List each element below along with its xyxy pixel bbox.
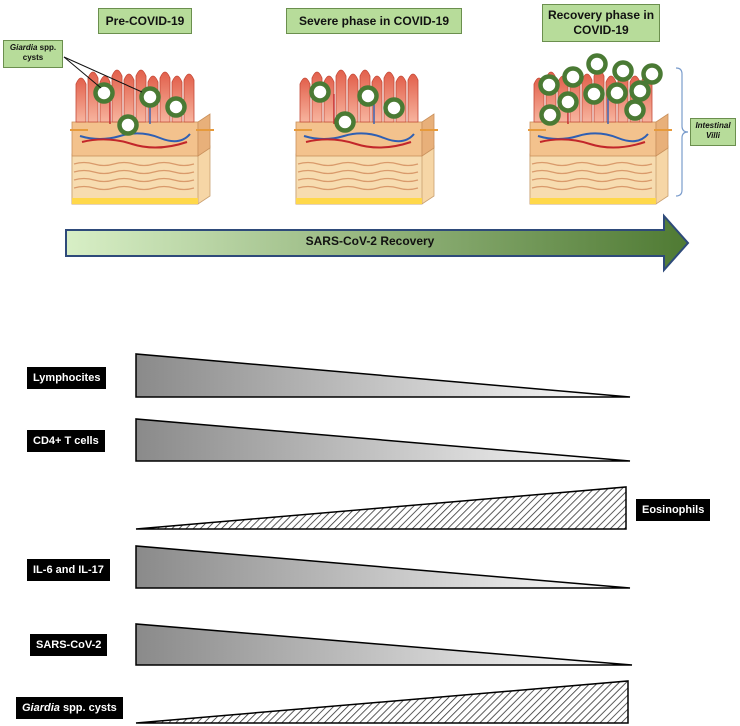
- trend-triangle-eosinophils: [135, 486, 627, 530]
- cysts-rest-text: spp. cysts: [22, 43, 57, 62]
- row-label-eosinophils: Eosinophils: [636, 499, 711, 521]
- giardia-italic-text: Giardia: [22, 702, 60, 714]
- cysts-pointer-line: [63, 56, 102, 89]
- intestinal-villi-callout: Intestinal Villi: [690, 118, 736, 146]
- phase-label-severe-phase: Severe phase in COVID-19: [286, 8, 462, 34]
- row-label-sars-cov-2: SARS-CoV-2: [30, 634, 108, 656]
- row-label-il6-il17: IL-6 and IL-17: [27, 559, 110, 581]
- giardia-rest-text: spp. cysts: [59, 702, 117, 714]
- trend-triangle-sars-cov-2: [135, 623, 633, 666]
- trend-triangle-giardia-cysts: [135, 680, 629, 724]
- trend-triangle-lymphocites: [135, 353, 631, 398]
- trend-triangle-il6-il17: [135, 545, 631, 589]
- villi-bracket: [675, 67, 689, 197]
- recovery-arrow: [65, 213, 690, 273]
- cysts-pointer-line: [63, 56, 143, 93]
- row-label-cd4-t-cells: CD4+ T cells: [27, 430, 105, 452]
- giardia-cysts-callout: Giardia spp. cysts: [3, 40, 63, 68]
- giardia-italic-text: Giardia: [9, 43, 38, 52]
- recovery-arrow-label: SARS-CoV-2 Recovery: [305, 234, 435, 248]
- phase-label-recovery-phase: Recovery phase in COVID-19: [542, 4, 660, 42]
- phase-label-pre-covid: Pre-COVID-19: [98, 8, 192, 34]
- row-label-lymphocites: Lymphocites: [27, 367, 107, 389]
- trend-triangle-cd4: [135, 418, 631, 462]
- row-label-giardia-cysts: Giardia spp. cysts: [16, 697, 123, 719]
